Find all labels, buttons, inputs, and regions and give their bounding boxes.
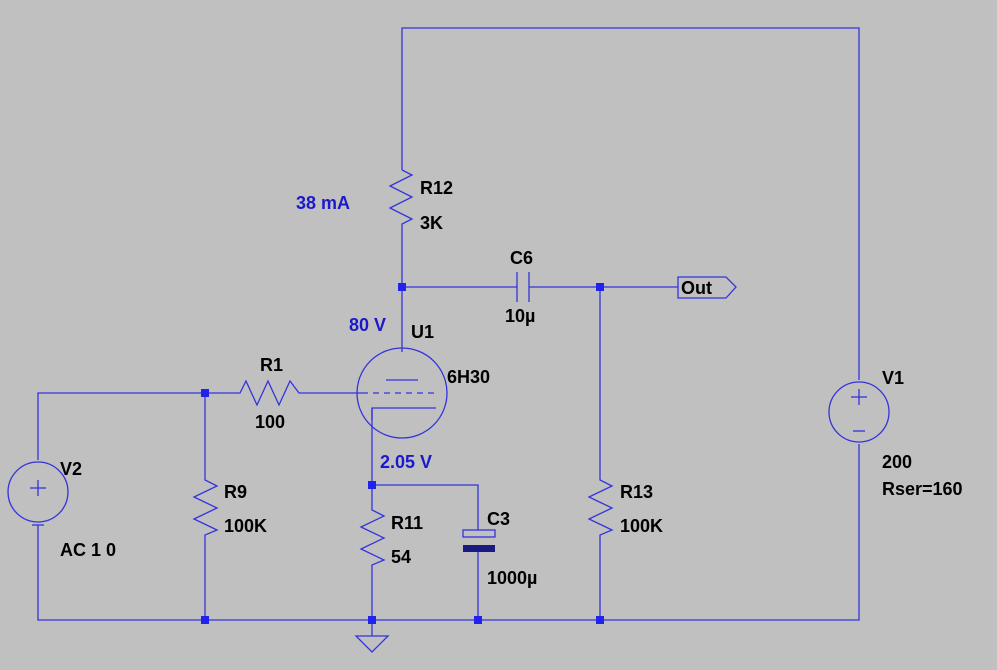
v1-source-symbol <box>828 381 890 443</box>
r1-ref: R1 <box>260 355 283 375</box>
r9-ref: R9 <box>224 482 247 502</box>
annotation-cathode-voltage: 2.05 V <box>380 452 432 472</box>
r11-symbol <box>359 505 386 570</box>
r1-value: 100 <box>255 412 285 432</box>
r13-value: 100K <box>620 516 663 536</box>
r11-value: 54 <box>391 547 411 567</box>
v2-ref: V2 <box>60 459 82 479</box>
r12-symbol <box>388 169 414 233</box>
c3-symbol <box>462 529 496 552</box>
r1-symbol <box>232 379 318 407</box>
c6-value: 10µ <box>505 306 535 326</box>
r11-ref: R11 <box>391 513 423 533</box>
c6-symbol <box>516 272 530 302</box>
annotation-current-r12: 38 mA <box>296 193 350 213</box>
v1-series-resistance: Rser=160 <box>882 479 963 499</box>
out-net-label-text: Out <box>681 278 712 298</box>
ground-symbol <box>354 635 390 653</box>
v2-value: AC 1 0 <box>60 540 116 560</box>
v2-source-symbol <box>7 461 69 526</box>
triode-u1-symbol <box>356 347 448 439</box>
v1-ref: V1 <box>882 368 904 388</box>
junction-nodes <box>201 283 604 624</box>
r9-value: 100K <box>224 516 267 536</box>
c3-ref: C3 <box>487 509 510 529</box>
u1-ref: U1 <box>411 322 434 342</box>
r12-ref: R12 <box>420 178 453 198</box>
u1-value: 6H30 <box>447 367 490 387</box>
r13-symbol <box>587 475 614 540</box>
r12-value: 3K <box>420 213 443 233</box>
r9-symbol <box>192 475 219 540</box>
out-net-label: Out <box>677 276 737 299</box>
r13-ref: R13 <box>620 482 653 502</box>
c6-ref: C6 <box>510 248 533 268</box>
wires <box>37 27 860 636</box>
v1-value: 200 <box>882 452 912 472</box>
annotation-plate-voltage: 80 V <box>349 315 386 335</box>
c3-value: 1000µ <box>487 568 537 588</box>
